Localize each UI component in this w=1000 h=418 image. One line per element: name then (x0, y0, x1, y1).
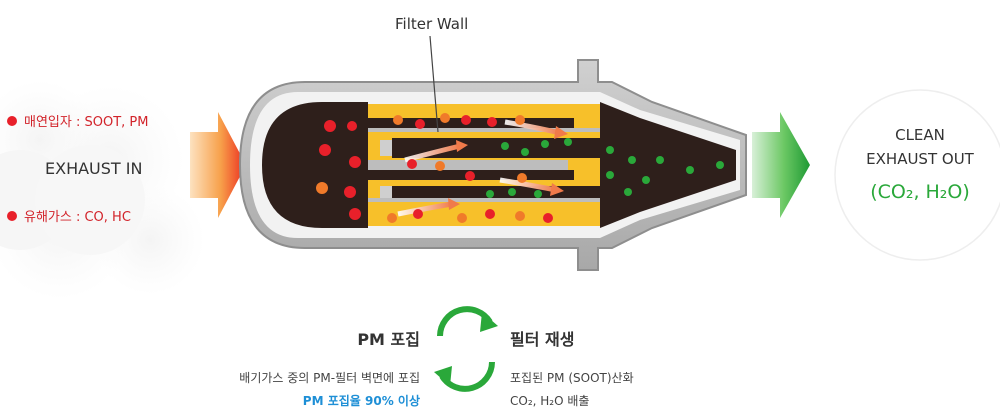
inlet-arrow-icon (190, 112, 246, 218)
outlet-arrow-icon (752, 112, 810, 218)
filter-regen-title: 필터 재생 (510, 330, 574, 349)
flow-arrows (397, 119, 568, 217)
soot-particles (316, 113, 553, 223)
gas-legend-dot (7, 211, 17, 221)
exhaust-out-label: EXHAUST OUT (866, 150, 975, 168)
pm-capture-desc: 배기가스 중의 PM-필터 벽면에 포집 (239, 371, 420, 385)
filter-wall-pointer (429, 35, 439, 133)
filter-regen-output: CO₂, H₂O 배출 (510, 394, 589, 408)
pm-capture-rate: PM 포집율 90% 이상 (303, 393, 420, 408)
pm-capture-title: PM 포집 (357, 330, 420, 349)
inlet-chamber (262, 102, 368, 228)
soot-legend-dot (7, 116, 17, 126)
cycle-arrows-icon (434, 306, 498, 392)
soot-label: 매연입자 : SOOT, PM (24, 115, 148, 130)
outlet-chamber (600, 102, 736, 228)
gas-label: 유해가스 : CO, HC (24, 210, 131, 225)
clean-label: CLEAN (895, 126, 945, 144)
exhaust-in-label: EXHAUST IN (45, 159, 142, 178)
outlet-channels (392, 138, 602, 198)
clean-gas-particles (486, 138, 724, 198)
smoke-cloud (0, 80, 205, 300)
filter-regen-desc: 포집된 PM (SOOT)산화 (510, 371, 634, 385)
filter-wall-label: Filter Wall (395, 15, 468, 33)
clean-formula: (CO₂, H₂O) (870, 181, 970, 203)
clean-exhaust-bubble (834, 89, 1000, 261)
